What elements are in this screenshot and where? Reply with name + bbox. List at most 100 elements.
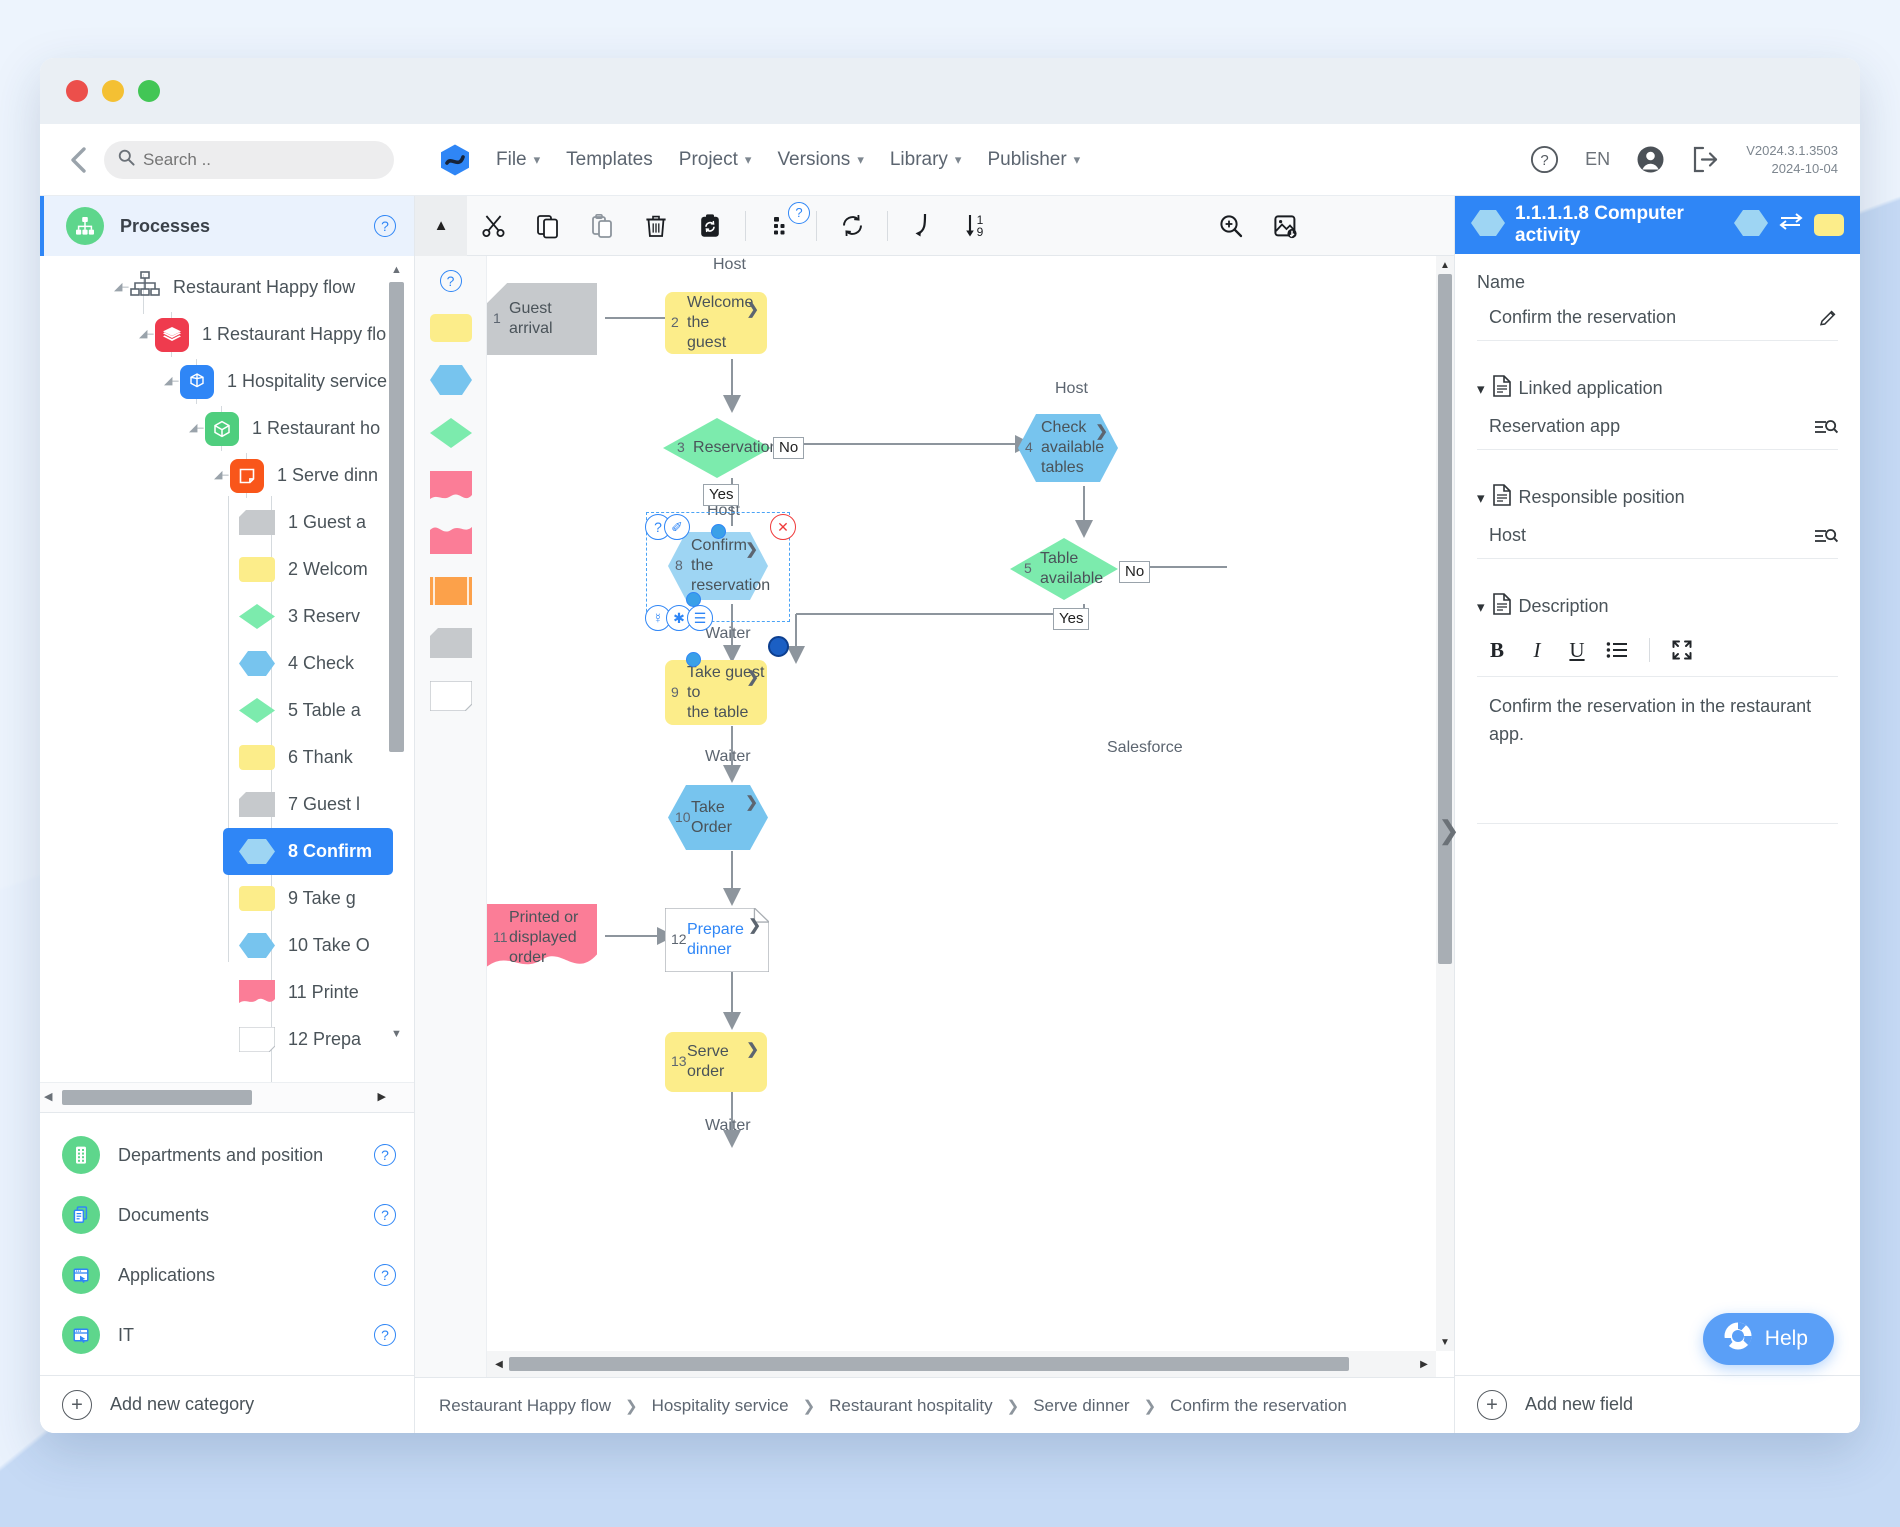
chevron-right-icon[interactable]: ❯ <box>748 917 761 934</box>
window-close-button[interactable] <box>66 80 88 102</box>
palette-terminator-grey[interactable] <box>429 628 472 663</box>
grid-blocks-icon[interactable]: ? <box>754 196 810 256</box>
palette-document-pink[interactable] <box>429 471 472 506</box>
scroll-left-arrow[interactable]: ◀ <box>495 1358 503 1370</box>
refresh-icon[interactable] <box>825 196 879 256</box>
scissors-icon[interactable] <box>467 196 521 256</box>
description-text[interactable]: Confirm the reservation in the restauran… <box>1489 696 1812 744</box>
breadcrumb-item-0[interactable]: Restaurant Happy flow <box>439 1395 611 1415</box>
palette-striped-orange[interactable] <box>429 577 472 610</box>
delete-icon[interactable]: ✕ <box>770 514 796 540</box>
zoom-in-icon[interactable] <box>1204 196 1258 256</box>
tree-item[interactable]: 12 Prepa <box>40 1016 414 1063</box>
linked-application-group-header[interactable]: ▾ Linked application <box>1477 375 1838 402</box>
chevron-down-icon[interactable]: ▾ <box>1477 489 1485 507</box>
scroll-down-arrow[interactable]: ▼ <box>1440 1336 1450 1348</box>
chevron-right-icon[interactable]: ❯ <box>746 301 759 318</box>
edit-icon[interactable]: ✐ <box>664 514 690 540</box>
italic-button[interactable]: I <box>1533 637 1541 662</box>
sidebar-item-departments-and-position[interactable]: Departments and position ? <box>40 1125 414 1185</box>
fullscreen-button[interactable] <box>1662 634 1702 666</box>
chevron-right-icon[interactable]: ❯ <box>746 1041 759 1058</box>
pencil-icon[interactable] <box>1818 308 1838 328</box>
chevron-right-icon[interactable]: ❯ <box>1095 423 1108 440</box>
palette-hexagon-blue[interactable] <box>429 365 472 400</box>
tree-horizontal-scrollbar[interactable]: ◀ ▶ <box>40 1082 414 1112</box>
search-input[interactable] <box>143 149 380 170</box>
help-circle-icon[interactable]: ? <box>374 1324 396 1346</box>
add-new-field-button[interactable]: + Add new field <box>1455 1375 1860 1433</box>
tree-item[interactable]: 8 Confirm <box>223 828 393 875</box>
help-circle-icon[interactable]: ? <box>374 1264 396 1286</box>
help-badge[interactable]: ? <box>788 201 810 224</box>
tree-item[interactable]: ◢–1 Hospitality service <box>40 358 414 405</box>
help-circle-icon[interactable]: ? <box>374 215 396 237</box>
language-selector[interactable]: EN <box>1585 149 1611 169</box>
tree-expand-toggle[interactable]: ◢– <box>164 374 179 387</box>
edge-label[interactable]: Yes <box>1053 608 1090 630</box>
search-box[interactable] <box>104 140 394 179</box>
tree-expand-toggle[interactable]: ◢– <box>139 327 154 340</box>
tree-vertical-scrollbar[interactable]: ▲ ▼ <box>389 262 404 1042</box>
tree-item[interactable]: 2 Welcom <box>40 546 414 593</box>
chevron-down-icon[interactable]: ▾ <box>1477 598 1485 616</box>
scroll-up-arrow[interactable]: ▲ <box>391 264 402 276</box>
palette-page-white[interactable] <box>428 680 473 716</box>
tree-item[interactable]: ◢–1 Serve dinn <box>40 452 414 499</box>
search-list-icon[interactable] <box>1814 526 1838 546</box>
sidebar-item-applications[interactable]: Applications ? <box>40 1245 414 1305</box>
app-logo[interactable] <box>438 143 472 177</box>
layers-icon[interactable]: ☰ <box>687 605 713 631</box>
trash-icon[interactable] <box>629 196 683 256</box>
menu-item-publisher[interactable]: Publisher ▾ <box>987 149 1080 171</box>
help-circle-icon[interactable]: ? <box>374 1204 396 1226</box>
name-field-row[interactable]: Confirm the reservation <box>1477 307 1838 341</box>
name-field-value[interactable]: Confirm the reservation <box>1489 307 1677 327</box>
palette-wave-pink[interactable] <box>429 524 472 559</box>
scroll-down-arrow[interactable]: ▼ <box>391 1028 402 1040</box>
tree-item[interactable]: 9 Take g <box>40 875 414 922</box>
copy-icon[interactable] <box>521 196 575 256</box>
tree-item[interactable]: ◢–1 Restaurant ho <box>40 405 414 452</box>
chevron-right-icon[interactable]: ❯ <box>745 794 758 811</box>
clipboard-sync-icon[interactable] <box>683 196 737 256</box>
paste-icon[interactable] <box>575 196 629 256</box>
scroll-up-arrow[interactable]: ▲ <box>1440 259 1450 271</box>
description-group-header[interactable]: ▾ Description <box>1477 593 1838 620</box>
panel-collapse-chevron-right-icon[interactable]: ❯ <box>1438 814 1460 845</box>
linked-application-value[interactable]: Reservation app <box>1489 416 1621 436</box>
chevron-left-icon[interactable] <box>62 143 96 177</box>
tree-item[interactable]: 11 Printe <box>40 969 414 1016</box>
search-list-icon[interactable] <box>1814 417 1838 437</box>
responsible-position-row[interactable]: Host <box>1477 525 1838 559</box>
status-color-chip[interactable] <box>1814 214 1844 236</box>
swap-arrows-icon[interactable] <box>1778 212 1804 238</box>
scrollbar-thumb[interactable] <box>1438 274 1452 964</box>
menu-item-templates[interactable]: Templates <box>566 149 653 171</box>
tree-item[interactable]: 5 Table a <box>40 687 414 734</box>
edge-label[interactable]: No <box>773 437 805 459</box>
chevron-right-icon[interactable]: ❯ <box>746 669 759 686</box>
tree-item[interactable]: ◢–1 Restaurant Happy flo <box>40 311 414 358</box>
tree-expand-toggle[interactable]: ◢– <box>114 280 129 293</box>
scrollbar-thumb[interactable] <box>389 282 404 752</box>
tree-item[interactable]: ◢–Restaurant Happy flow <box>40 264 414 311</box>
responsible-position-value[interactable]: Host <box>1489 525 1527 545</box>
edge-label[interactable]: No <box>1119 561 1151 583</box>
menu-item-library[interactable]: Library ▾ <box>890 149 962 171</box>
menu-item-file[interactable]: File ▾ <box>496 149 540 171</box>
sidebar-item-documents[interactable]: Documents ? <box>40 1185 414 1245</box>
chevron-right-icon[interactable]: ❯ <box>745 541 758 558</box>
image-download-icon[interactable] <box>1258 196 1312 256</box>
logout-icon[interactable] <box>1691 146 1720 173</box>
tree-expand-toggle[interactable]: ◢– <box>214 468 229 481</box>
tree-item[interactable]: 4 Check <box>40 640 414 687</box>
palette-diamond-green[interactable] <box>429 418 472 453</box>
tree-item[interactable]: 10 Take O <box>40 922 414 969</box>
canvas-horizontal-scrollbar[interactable]: ◀ ▶ <box>487 1351 1436 1377</box>
question-circle-icon[interactable]: ? <box>1530 145 1559 174</box>
